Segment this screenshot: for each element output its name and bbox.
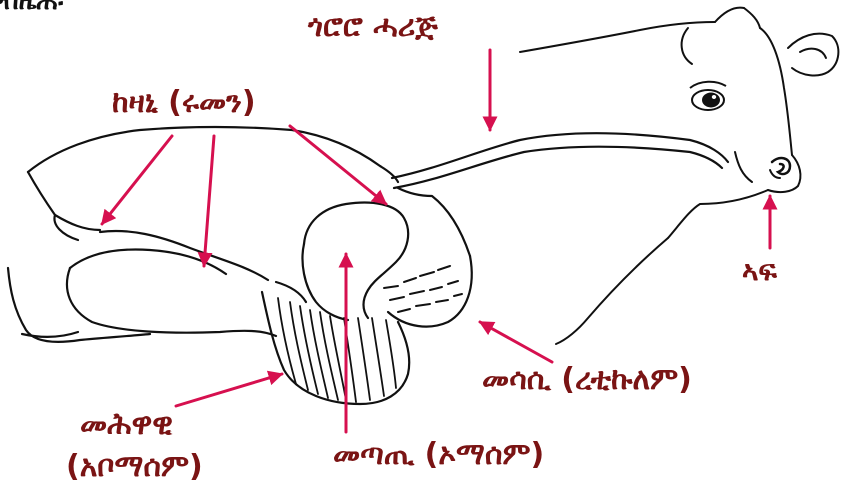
reticulum-label: መሳሲ (ረቲኩለም) <box>482 365 692 395</box>
abomasum-folds <box>278 298 396 402</box>
reticulum-texture <box>384 266 462 312</box>
cow-head-outline <box>520 8 838 344</box>
abomasum-label-line1: መሕዋዊ <box>80 410 173 440</box>
omasum-outline <box>303 203 409 320</box>
arrow-rumen-1 <box>102 136 172 224</box>
arrow-abomasum <box>176 374 282 406</box>
abomasum-label-line2: (አቦማሰም) <box>66 452 203 482</box>
omasum-label: መጣጢ (ኦማሰም) <box>333 440 544 470</box>
esophagus-label: ጎሮሮ ሓሪጅ <box>308 12 438 42</box>
rumen-outline <box>8 127 472 342</box>
cow-eye <box>690 82 726 110</box>
mouth-label: ኣፍ <box>742 257 777 285</box>
rumen-label: ከዛኒ (ሩመን) <box>112 88 256 118</box>
arrow-reticulum <box>480 322 552 362</box>
corner-text: ብዜሕ፡ <box>0 0 64 14</box>
arrow-rumen-2 <box>204 136 214 266</box>
arrow-rumen-3 <box>290 126 386 204</box>
cow-nostril <box>772 158 790 174</box>
esophagus-tube <box>392 133 728 188</box>
